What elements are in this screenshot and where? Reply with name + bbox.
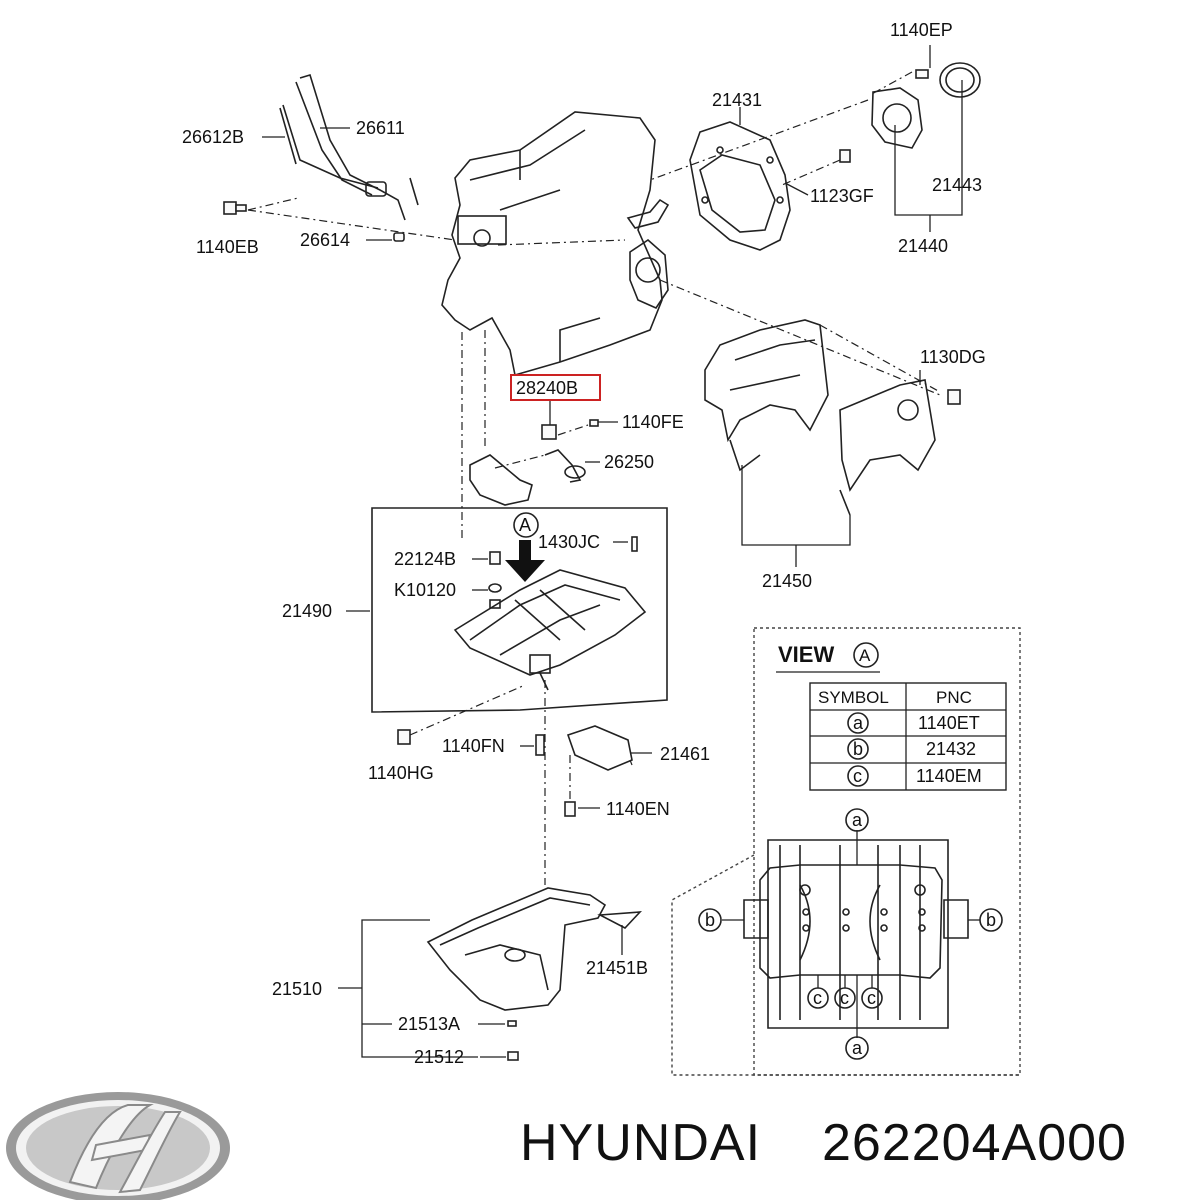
seal-case-21440 xyxy=(871,87,923,149)
marker-a-top: a xyxy=(852,810,863,830)
view-title: VIEW xyxy=(778,642,834,667)
drain-plug-21512 xyxy=(507,1051,519,1061)
label-21451B: 21451B xyxy=(586,958,648,978)
bracket-21461 xyxy=(566,725,633,771)
label-1140EB: 1140EB xyxy=(196,237,259,257)
label-26612B: 26612B xyxy=(182,127,244,147)
view-a-panel: VIEW A SYMBOL PNC a 1140ET b 21432 c 114… xyxy=(671,627,1021,1076)
label-1140HG: 1140HG xyxy=(368,763,434,783)
table-row-pnc: 1140ET xyxy=(918,713,980,733)
part-number: 262204A000 xyxy=(822,1114,1127,1172)
view-title-symbol: A xyxy=(859,646,871,665)
label-21440: 21440 xyxy=(898,236,948,256)
view-direction-arrow-icon xyxy=(505,540,545,582)
label-22124B: 22124B xyxy=(394,549,456,569)
label-21512: 21512 xyxy=(414,1047,464,1067)
view-a-marker xyxy=(513,512,539,538)
pin-1430JC xyxy=(631,536,638,552)
label-1140EN: 1140EN xyxy=(606,799,670,819)
table-header-pnc: PNC xyxy=(936,688,972,707)
label-1140FE: 1140FE xyxy=(622,412,684,432)
label-1140EP: 1140EP xyxy=(890,20,953,40)
marker-a-bottom: a xyxy=(852,1038,863,1058)
rear-plate xyxy=(689,121,791,251)
ladder-frame-detail xyxy=(722,830,980,1038)
engine-block xyxy=(441,111,663,377)
marker-c-2: c xyxy=(840,988,849,1008)
oil-strainer xyxy=(469,449,586,506)
rear-seal-housing xyxy=(629,238,669,310)
bolt-1130DG xyxy=(947,389,961,405)
label-1130DG: 1130DG xyxy=(920,347,986,367)
table-row-pnc: 21432 xyxy=(926,739,976,759)
label-21461: 21461 xyxy=(660,744,710,764)
table-row-symbol: b xyxy=(853,739,863,759)
label-1430JC: 1430JC xyxy=(538,532,600,552)
bolt-1123GF xyxy=(839,149,851,163)
label-26250: 26250 xyxy=(604,452,654,472)
baffle-21451B xyxy=(597,911,642,929)
label-26611: 26611 xyxy=(356,118,405,138)
oil-dipstick xyxy=(279,74,419,221)
bolt-1140FN xyxy=(535,734,545,756)
leader-lines xyxy=(262,45,963,1058)
symbol-pnc-table: SYMBOL PNC a 1140ET b 21432 c 1140EM xyxy=(809,682,1007,791)
label-K10120: K10120 xyxy=(394,580,456,600)
stiffener-21450 xyxy=(704,319,936,516)
label-21513A: 21513A xyxy=(398,1014,460,1034)
marker-c-1: c xyxy=(813,988,822,1008)
ladder-frame-group xyxy=(371,507,668,713)
marker-b-left: b xyxy=(705,910,715,930)
label-21450: 21450 xyxy=(762,571,812,591)
label-28240B: 28240B xyxy=(516,378,578,398)
bolt-1140EN xyxy=(564,801,576,817)
table-row-symbol: a xyxy=(853,713,864,733)
highlight-box-28240B xyxy=(510,374,601,401)
table-row-symbol: c xyxy=(853,766,862,786)
hose-fitting xyxy=(626,198,670,229)
plug-22124B xyxy=(489,551,501,565)
gasket-21513A xyxy=(507,1020,517,1027)
label-21510: 21510 xyxy=(272,979,322,999)
label-21431: 21431 xyxy=(712,90,762,110)
table-header-symbol: SYMBOL xyxy=(818,688,889,707)
brand-name: HYUNDAI xyxy=(520,1114,761,1172)
label-26614: 26614 xyxy=(300,230,350,250)
sensor-28240B xyxy=(541,424,557,440)
bolt-1140EB xyxy=(223,201,247,215)
gasket-K10120 xyxy=(488,583,502,593)
callouts: 1140EP 21431 26612B 26611 1123GF 21443 1… xyxy=(182,20,986,1067)
marker-c-3: c xyxy=(867,988,876,1008)
oil-seal-21443 xyxy=(939,62,981,98)
alignment-lines xyxy=(247,71,941,885)
label-21443: 21443 xyxy=(932,175,982,195)
label-1123GF: 1123GF xyxy=(810,186,874,206)
oil-pan xyxy=(426,887,607,1011)
table-row-pnc: 1140EM xyxy=(916,766,982,786)
hyundai-logo xyxy=(6,1092,230,1200)
bolt-1140FE xyxy=(589,419,599,427)
label-1140FN: 1140FN xyxy=(442,736,505,756)
marker-b-right: b xyxy=(986,910,996,930)
label-21490: 21490 xyxy=(282,601,332,621)
clip-26614 xyxy=(393,232,405,242)
bolt-1140EP xyxy=(915,69,929,79)
label-view-a: A xyxy=(519,515,531,535)
bolt-1140HG xyxy=(397,729,411,745)
